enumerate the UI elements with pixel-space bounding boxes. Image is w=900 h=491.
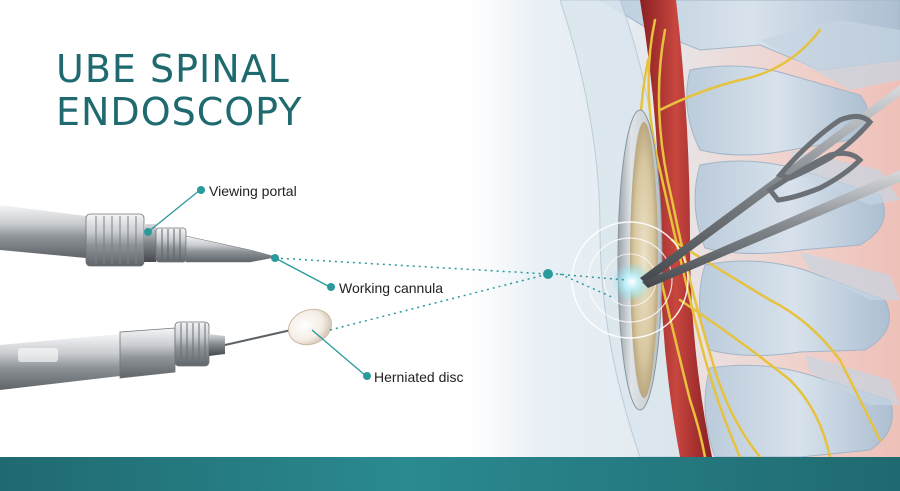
herniated-disc-label: Herniated disc — [374, 369, 464, 385]
viewing-portal-label: Viewing portal — [209, 183, 297, 199]
callout-dots — [144, 186, 553, 380]
herniated-disc-fragment — [288, 308, 332, 346]
forceps-instrument — [640, 85, 900, 288]
footer-bar — [0, 457, 900, 491]
working-cannula-label: Working cannula — [339, 280, 444, 296]
title-line-2: ENDOSCOPY — [56, 90, 303, 134]
cannula-instrument — [0, 321, 301, 390]
callout-leaders — [147, 189, 367, 377]
endoscope — [0, 205, 277, 267]
guide-lines — [274, 257, 627, 331]
fade-mask — [470, 0, 610, 457]
light-glow — [612, 262, 652, 302]
disc-nucleus — [630, 122, 658, 398]
title-line-1: UBE SPINAL — [56, 47, 290, 91]
spinal-cord — [640, 0, 712, 457]
